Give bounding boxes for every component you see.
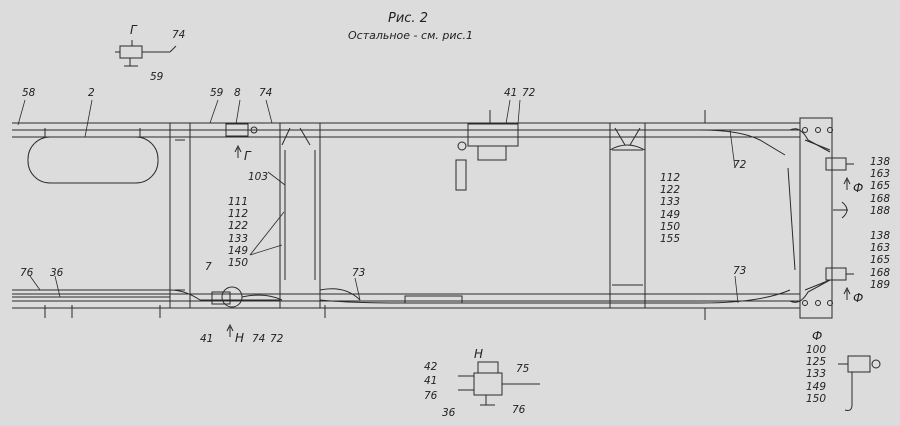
cross-member-3 [609,123,646,308]
stack-item: 150 [806,392,827,405]
stack-item: 125 [806,356,827,369]
callout-stack-right-top: 138 163 165 168 188 [870,156,890,217]
detail-h-label: 76 [424,390,438,402]
arrow-h-label: Н [235,331,245,345]
callout-stack-mid: 112 122 133 149 150 155 [660,172,680,245]
stack-item: 149 [806,380,827,393]
stack-item: 138 [870,156,891,168]
stack-item: 150 [660,220,681,233]
cross-member-1 [169,123,191,308]
detail-h-label: 42 [424,361,438,373]
callout-7: 7 [205,261,212,273]
stack-item: 188 [870,204,891,217]
detail-g-label: 59 [150,71,164,83]
valve-block-41 [467,123,519,147]
stack-item: 122 [228,220,249,233]
valve-rear-upper [825,157,847,171]
callout-8: 8 [234,87,241,99]
pipe-76 [12,289,201,301]
detail-g-drawing [115,40,177,67]
detail-h-title: Н [474,347,484,361]
rear-bolts [802,127,833,306]
callout-2: 2 [88,87,95,99]
detail-h-label: 76 [512,404,526,416]
pipe-72-upper [330,129,786,156]
pipe-73-lower [319,289,791,304]
figure-title: Рис. 2 [388,11,428,26]
arrow-f-lower-label: Ф [853,291,864,305]
frame-bottom-rail [12,293,800,309]
spring-cylinder [455,159,467,191]
detail-h-label: 75 [516,363,530,375]
stack-item: 111 [228,196,249,208]
callout-74: 74 [259,87,273,99]
stack-item: 138 [870,230,891,242]
valve-8 [225,123,249,137]
detail-f-title: Ф [812,329,823,343]
arrow-g-label: Г [244,149,251,163]
detail-g-label: 74 [172,29,186,41]
callout-stack-detail-f: 100 125 133 149 150 [806,344,826,405]
arrow-f-upper-label: Ф [853,181,864,195]
stack-item: 168 [870,192,891,205]
stack-item: 112 [660,172,681,184]
callout-74-lower: 74 [252,333,266,345]
stack-item: 150 [228,257,249,270]
stack-item: 100 [806,344,827,356]
detail-h-drawing [458,361,540,406]
stack-item: 133 [660,196,681,209]
air-tank [27,136,159,184]
stack-item: 133 [806,368,827,381]
tow-hook [833,201,848,219]
callout-72-lower: 72 [270,333,284,345]
stack-item: 163 [870,168,891,181]
callout-72: 72 [522,87,536,99]
detail-h-label: 41 [424,375,438,387]
detail-f-drawing [838,355,881,411]
valve-rear-lower [825,267,847,281]
callout-73: 73 [352,267,366,279]
stack-item: 165 [870,180,891,193]
callout-76: 76 [20,267,34,279]
detail-g-title: Г [130,23,137,37]
stack-item: 155 [660,233,681,246]
callout-stack-left: 111 112 122 133 149 150 [228,196,248,269]
callout-59: 59 [210,87,224,99]
callout-41: 41 [504,87,518,99]
cross-member-2 [279,123,321,308]
callout-103: 103 [248,171,269,183]
callout-72-right: 72 [733,159,747,171]
frame-rear-end [789,117,833,319]
stack-item: 163 [870,242,891,255]
callout-36: 36 [50,267,64,279]
callout-41-lower: 41 [200,333,214,345]
stack-item: 149 [660,208,681,221]
stack-item: 122 [660,184,681,197]
stack-item: 168 [870,266,891,279]
detail-h-label: 36 [442,407,456,419]
callout-73-right: 73 [733,265,747,277]
callout-58: 58 [22,87,36,99]
pipe-73-diagonal [319,288,361,301]
stack-item: 189 [870,278,891,291]
callout-stack-right-bottom: 138 163 165 168 189 [870,230,890,291]
stack-item: 149 [228,244,249,257]
figure-subtitle: Остальное - см. рис.1 [348,29,474,42]
stack-item: 165 [870,254,891,267]
stack-item: 133 [228,232,249,245]
stack-item: 112 [228,208,249,221]
